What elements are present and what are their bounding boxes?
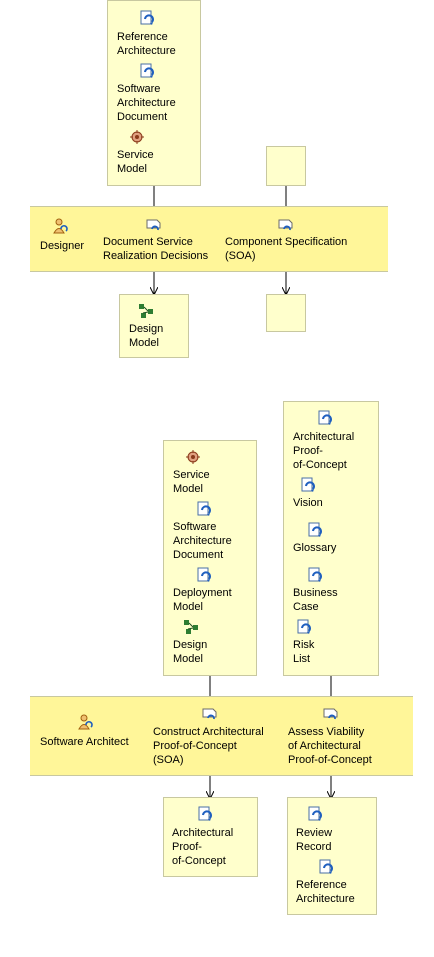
- task-icon: [146, 219, 161, 231]
- input-business-case: Business Case: [293, 587, 338, 613]
- output-reference-architecture: Reference Architecture: [296, 879, 355, 905]
- output-architectural-proof-of-concept: Architectural Proof- of-Concept: [172, 827, 234, 867]
- input-service-model: Service Model: [173, 469, 210, 495]
- task-assess-viability: Assess Viability of Architectural Proof-…: [288, 726, 372, 766]
- task-icon: [323, 708, 338, 720]
- input-artifacts-box: [107, 0, 201, 186]
- designer-task-band: [30, 206, 388, 272]
- output-artifacts-box-right: [287, 797, 377, 915]
- output-artifacts-box: [119, 294, 189, 358]
- role-designer: Designer: [40, 240, 85, 252]
- role-software-architect: Software Architect: [40, 736, 129, 748]
- artifact-document-icon: [197, 501, 211, 516]
- input-artifacts-box-left: [163, 440, 257, 676]
- input-service-model: Service Model: [117, 149, 154, 175]
- artifact-document-icon: [308, 567, 322, 582]
- artifact-document-icon: [308, 806, 322, 821]
- role-person-icon: [53, 218, 68, 234]
- task-component-specification-soa: Component Specification (SOA): [225, 236, 348, 262]
- input-risk-list: Risk List: [293, 639, 315, 665]
- model-icon: [186, 450, 200, 464]
- input-reference-architecture: Reference Architecture: [117, 31, 176, 57]
- task-construct-architectural-proof-of-concept: Construct Architectural Proof-of-Concept…: [153, 726, 264, 766]
- artifact-document-icon: [297, 619, 311, 634]
- software-architect-task-band: [30, 696, 413, 776]
- output-review-record: Review Record: [296, 827, 333, 853]
- artifact-document-icon: [197, 567, 211, 582]
- artifact-document-icon: [140, 10, 154, 25]
- input-architectural-proof-of-concept: Architectural Proof- of-Concept: [293, 431, 355, 471]
- output-placeholder-box: [266, 294, 306, 332]
- task-document-service-realization-decisions: Document Service Realization Decisions: [103, 236, 209, 262]
- artifact-document-icon: [319, 859, 333, 874]
- artifact-document-icon: [140, 63, 154, 78]
- model-icon: [130, 130, 144, 144]
- task-icon: [278, 219, 293, 231]
- task-icon: [202, 708, 217, 720]
- input-software-architecture-document: Software Architecture Document: [173, 521, 232, 561]
- input-software-architecture-document: Software Architecture Document: [117, 83, 176, 123]
- input-vision: Vision: [293, 497, 323, 509]
- role-person-icon: [78, 714, 93, 730]
- artifact-document-icon: [301, 477, 315, 492]
- input-design-model: Design Model: [173, 639, 208, 665]
- artifact-document-icon: [318, 410, 332, 425]
- input-placeholder-box: [266, 146, 306, 186]
- output-artifacts-box-left: [163, 797, 258, 877]
- artifact-document-icon: [308, 522, 322, 537]
- design-model-icon: [184, 620, 198, 634]
- artifact-document-icon: [198, 806, 212, 821]
- input-glossary: Glossary: [293, 542, 337, 554]
- input-deployment-model: Deployment Model: [173, 587, 232, 613]
- design-model-icon: [139, 304, 153, 318]
- output-design-model: Design Model: [129, 323, 164, 349]
